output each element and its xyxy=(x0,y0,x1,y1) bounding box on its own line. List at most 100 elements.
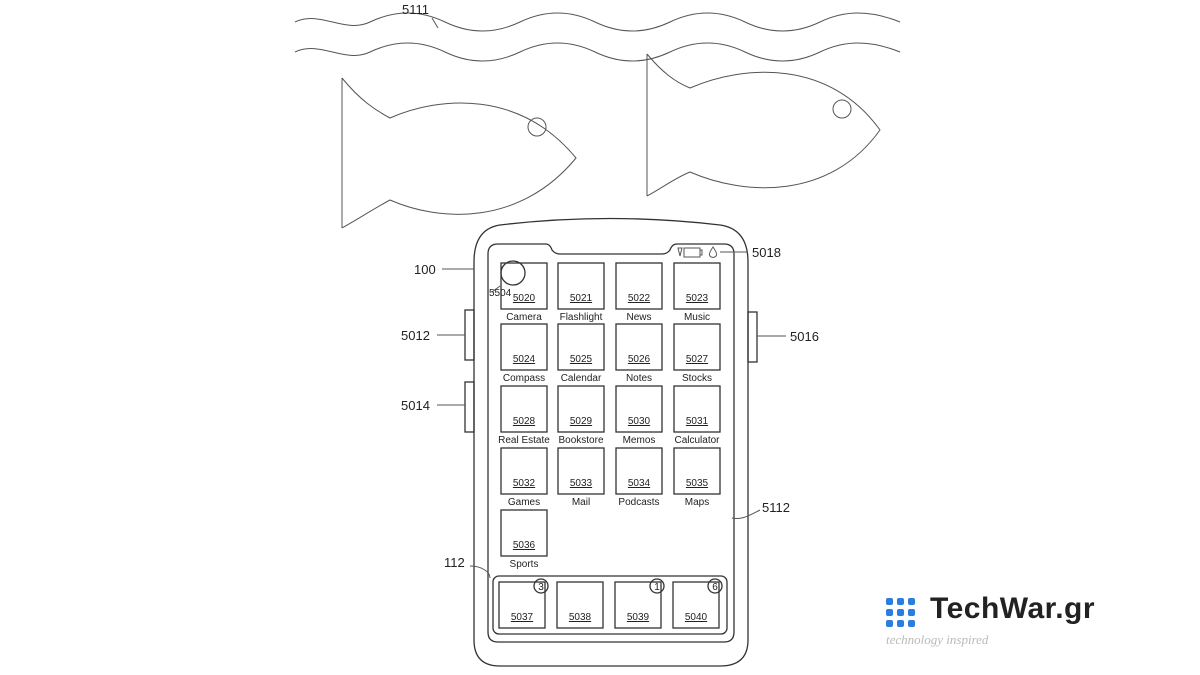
dock-number: 5037 xyxy=(511,612,534,623)
dock-icon[interactable]: 5037 3 xyxy=(498,578,549,629)
app-number: 5024 xyxy=(513,354,536,365)
app-number: 5031 xyxy=(686,416,709,427)
dock-number: 5040 xyxy=(685,612,708,623)
side-button-right[interactable] xyxy=(747,311,758,363)
app-label: Bookstore xyxy=(558,435,603,446)
app-label: Sports xyxy=(510,559,539,570)
app-label: Music xyxy=(684,312,710,323)
app-tile[interactable] xyxy=(673,262,721,310)
fish-right xyxy=(646,53,881,197)
app-number: 5021 xyxy=(570,293,593,304)
dock-tile[interactable] xyxy=(556,581,604,629)
app-tile[interactable] xyxy=(500,447,548,495)
app-tile[interactable] xyxy=(500,262,548,310)
water-waves xyxy=(294,12,901,62)
app-tile[interactable] xyxy=(615,323,663,371)
app-number: 5030 xyxy=(628,416,651,427)
app-tile[interactable] xyxy=(500,323,548,371)
app-tile[interactable] xyxy=(557,323,605,371)
app-tile[interactable] xyxy=(615,447,663,495)
side-button-upper[interactable] xyxy=(464,309,475,361)
app-tile[interactable] xyxy=(615,262,663,310)
logo-dot xyxy=(908,598,915,605)
thermometer-icon xyxy=(677,247,683,257)
app-number: 5028 xyxy=(513,416,536,427)
logo-dot xyxy=(886,620,893,627)
dock-tile[interactable] xyxy=(498,581,546,629)
app-number: 5036 xyxy=(513,540,536,551)
app-tile[interactable] xyxy=(557,262,605,310)
app-number: 5032 xyxy=(513,478,536,489)
ref-water: 5111 xyxy=(402,2,429,17)
dock-tray xyxy=(492,575,728,635)
app-label: Games xyxy=(508,497,540,508)
app-label: Compass xyxy=(503,373,545,384)
app-label: Mail xyxy=(572,497,590,508)
app-number: 5029 xyxy=(570,416,593,427)
ref-button-right: 5016 xyxy=(790,329,819,344)
notification-badge: 3 xyxy=(538,582,544,593)
app-label: Real Estate xyxy=(498,435,550,446)
dock-tile[interactable] xyxy=(614,581,662,629)
app-number: 5022 xyxy=(628,293,651,304)
app-tile[interactable] xyxy=(673,323,721,371)
app-label: News xyxy=(626,312,651,323)
app-tile[interactable] xyxy=(500,385,548,433)
dock-icon[interactable]: 5040 6 xyxy=(672,578,723,629)
leader-lines xyxy=(437,251,786,579)
dock-tile[interactable] xyxy=(672,581,720,629)
side-button-lower[interactable] xyxy=(464,381,475,433)
badge-circle xyxy=(707,578,723,594)
app-tile[interactable] xyxy=(673,447,721,495)
logo-dot xyxy=(897,609,904,616)
app-label: Calculator xyxy=(674,435,720,446)
ref-device: 100 xyxy=(414,262,436,277)
app-label: Podcasts xyxy=(618,497,659,508)
dock-number: 5038 xyxy=(569,612,592,623)
ref-dock: 112 xyxy=(444,555,465,570)
logo-dot xyxy=(908,609,915,616)
logo-name: TechWar.gr xyxy=(930,592,1096,625)
app-number: 5033 xyxy=(570,478,593,489)
notification-badge: 6 xyxy=(712,582,718,593)
notification-badge: 1 xyxy=(654,582,660,593)
badge-circle xyxy=(533,578,549,594)
logo-dot xyxy=(897,598,904,605)
ref-status: 5018 xyxy=(752,245,781,260)
app-label: Calendar xyxy=(561,373,602,384)
fish-left xyxy=(341,77,577,229)
techwar-logo: TechWar.gr technology inspired xyxy=(886,592,1176,656)
app-number: 5035 xyxy=(686,478,709,489)
app-tile[interactable] xyxy=(557,447,605,495)
app-tile[interactable] xyxy=(615,385,663,433)
app-tile[interactable] xyxy=(673,385,721,433)
app-tile[interactable] xyxy=(500,509,548,557)
app-label: Camera xyxy=(506,312,542,323)
ref-button-lower: 5014 xyxy=(401,398,430,413)
app-label: Stocks xyxy=(682,373,712,384)
app-label: Maps xyxy=(685,497,709,508)
app-tile[interactable] xyxy=(557,385,605,433)
app-number: 5027 xyxy=(686,354,709,365)
dock-icon[interactable]: 5038 xyxy=(556,581,604,629)
logo-mark-icon xyxy=(886,598,922,634)
